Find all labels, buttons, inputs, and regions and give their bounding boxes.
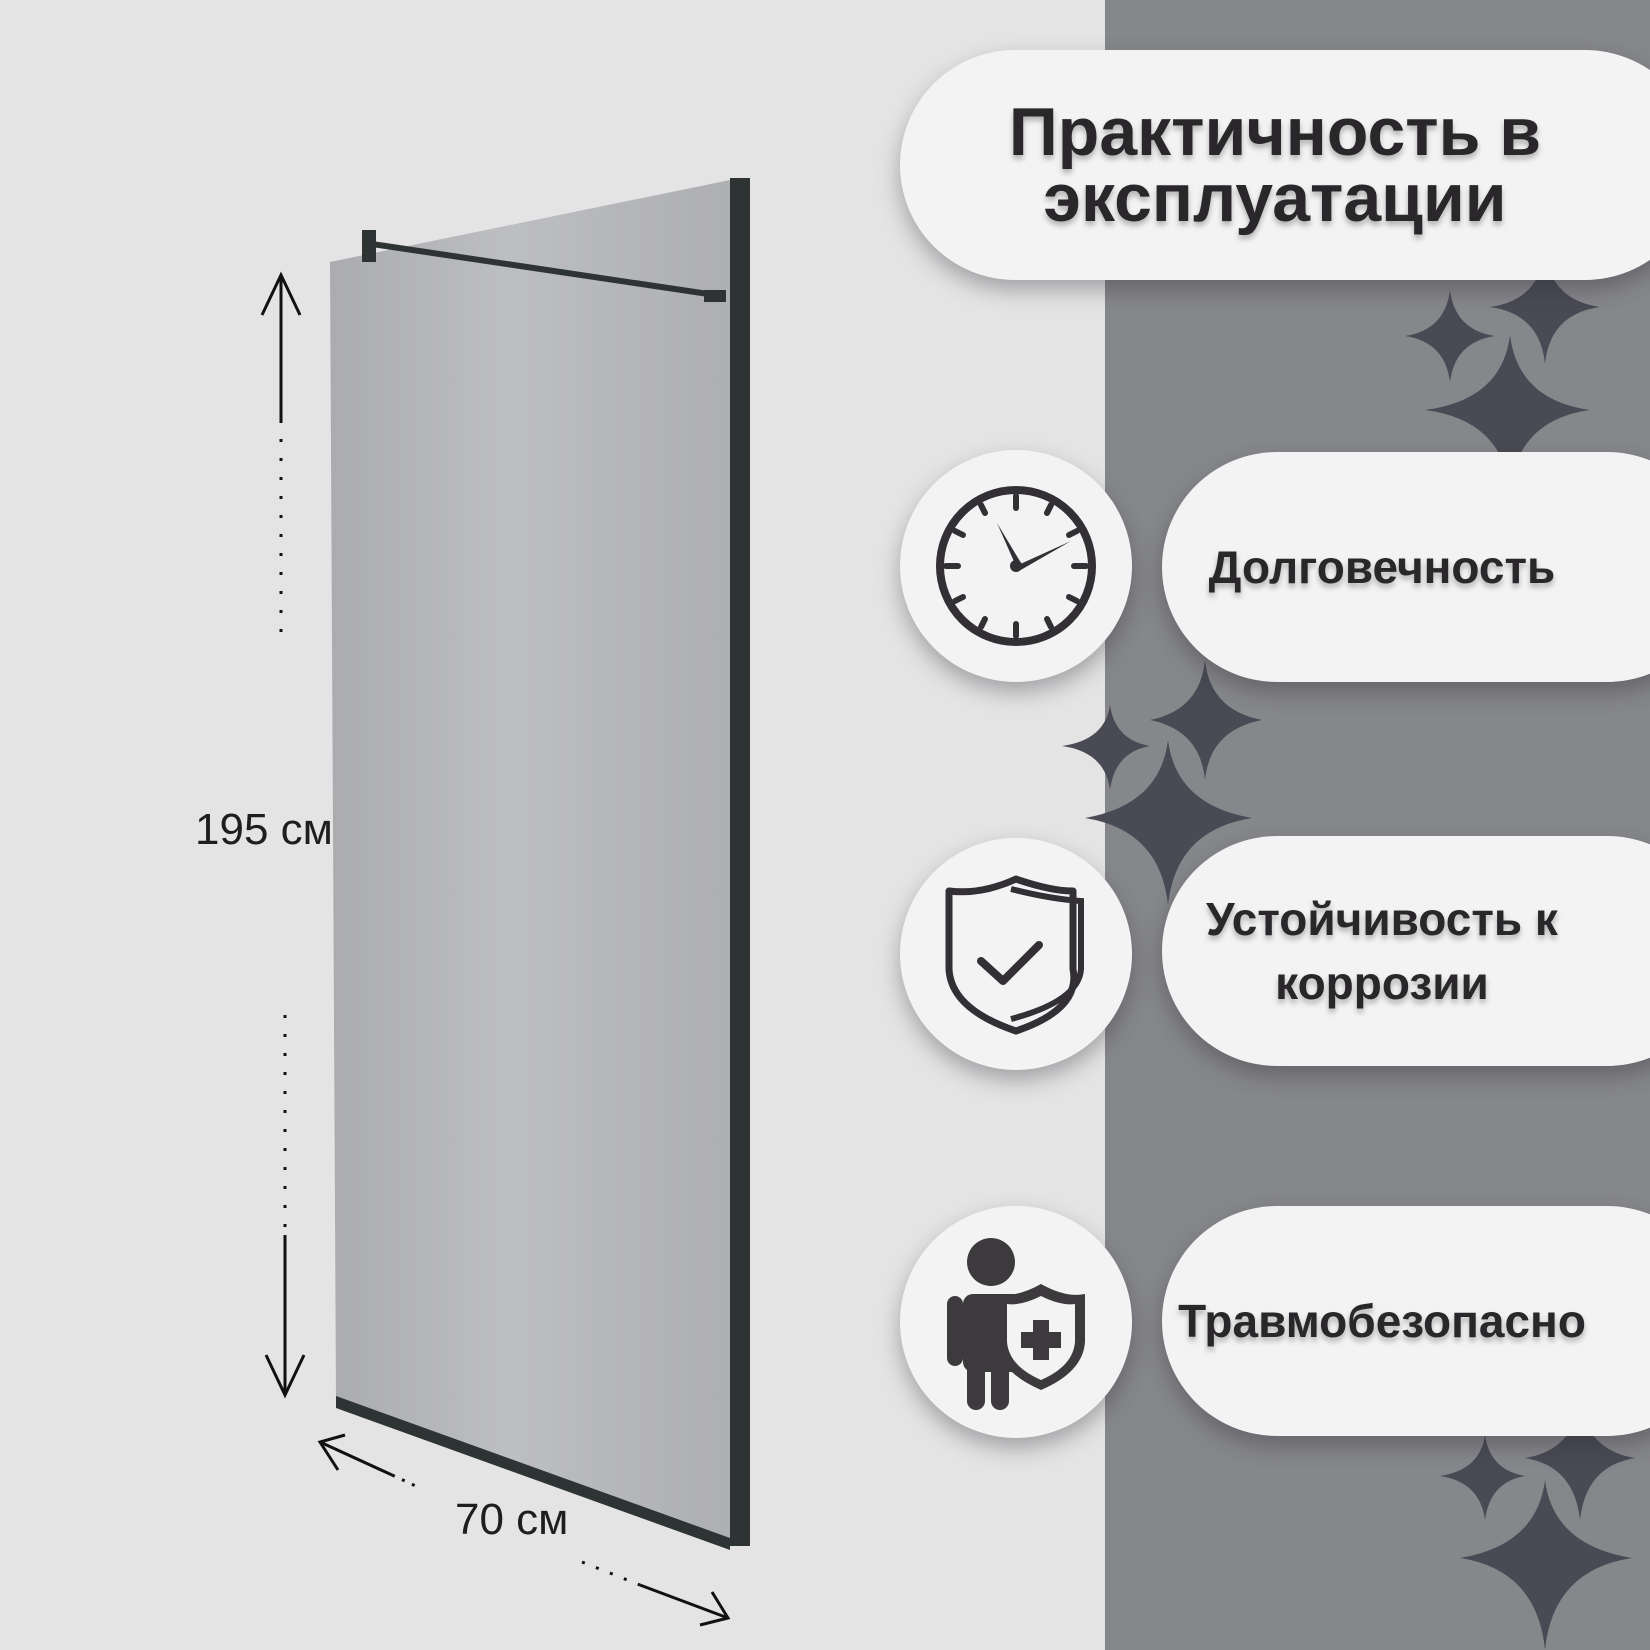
sparkle-icon: [1460, 1480, 1632, 1650]
page-title: Практичность в эксплуатации: [1008, 94, 1542, 236]
shower-glass-panel: [330, 178, 750, 1550]
feature-label: Травмобезопасно: [1178, 1295, 1586, 1347]
height-label: 195 см: [195, 805, 333, 854]
person-shield-icon: [947, 1238, 1085, 1410]
sparkle-decorations: [1062, 250, 1635, 1650]
sparkle-icon: [1085, 740, 1252, 905]
feature-label: Долговечность: [1208, 541, 1556, 593]
height-dimension: [260, 271, 306, 1399]
sparkle-icon: [1440, 1435, 1525, 1520]
sparkle-icon: [1425, 335, 1590, 490]
feature-icon-circle-safety: [900, 1206, 1132, 1438]
width-label: 70 см: [455, 1495, 569, 1544]
sparkle-icon: [1062, 705, 1150, 790]
feature-icon-circle-corrosion: [900, 838, 1132, 1070]
clock-icon: [936, 486, 1096, 646]
wall-bracket: [362, 230, 376, 262]
bottom-profile: [336, 1396, 730, 1550]
feature-label: Устойчивость к коррозии: [1206, 893, 1558, 1009]
feature-pill-durability: Долговечность: [1162, 452, 1650, 682]
sparkle-icon: [1490, 250, 1600, 364]
sparkle-icon: [1150, 660, 1262, 780]
feature-pill-safety: Травмобезопасно: [1162, 1206, 1650, 1436]
feature-icon-circle-durability: [900, 450, 1132, 682]
sparkle-icon: [1405, 290, 1495, 382]
width-dimension: [317, 1433, 731, 1627]
frame-profile: [730, 178, 750, 1546]
feature-pill-corrosion: Устойчивость к коррозии: [1162, 836, 1650, 1066]
stabilizer-bar: [371, 241, 723, 299]
sparkle-icon: [1525, 1400, 1635, 1520]
glass-clamp: [704, 290, 726, 302]
shield-check-icon: [945, 875, 1084, 1035]
title-pill: Практичность в эксплуатации: [900, 50, 1650, 280]
